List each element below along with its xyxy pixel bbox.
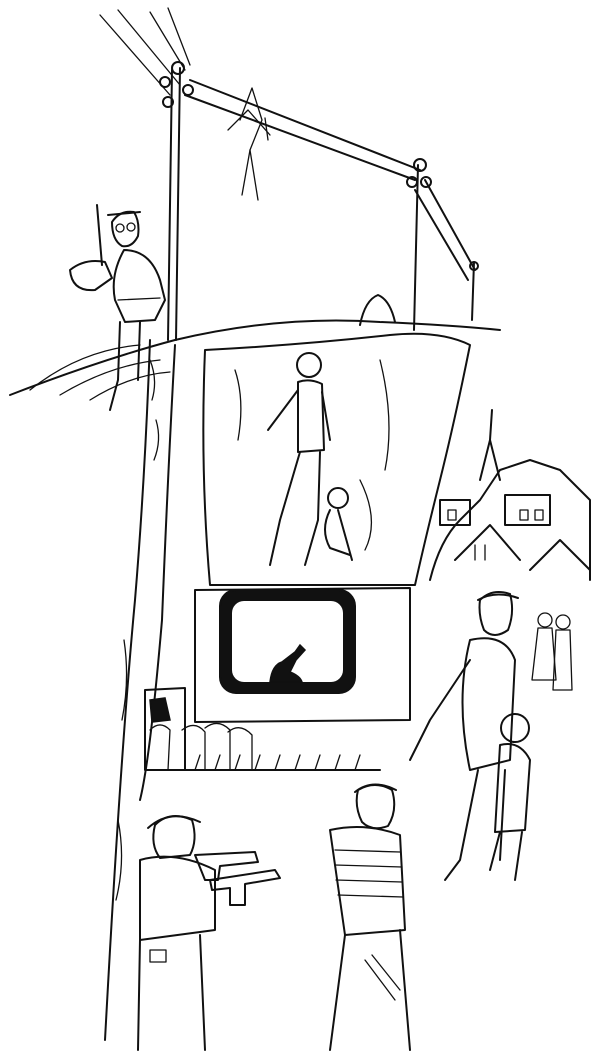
utility-poles bbox=[159, 61, 479, 341]
bound-prisoner bbox=[329, 783, 411, 1051]
hill-town bbox=[429, 409, 591, 581]
young-man bbox=[409, 591, 519, 881]
torn-poster bbox=[202, 332, 471, 586]
overhead-wires bbox=[99, 7, 476, 281]
distant-couple bbox=[531, 612, 573, 691]
tree-trunk bbox=[104, 339, 176, 1041]
crowd-watching bbox=[144, 687, 381, 771]
violinist bbox=[69, 204, 166, 411]
hanging-figure bbox=[227, 87, 271, 201]
soldiers-with-rifles bbox=[137, 815, 281, 1051]
boy bbox=[489, 713, 531, 881]
television-screen bbox=[194, 587, 411, 723]
